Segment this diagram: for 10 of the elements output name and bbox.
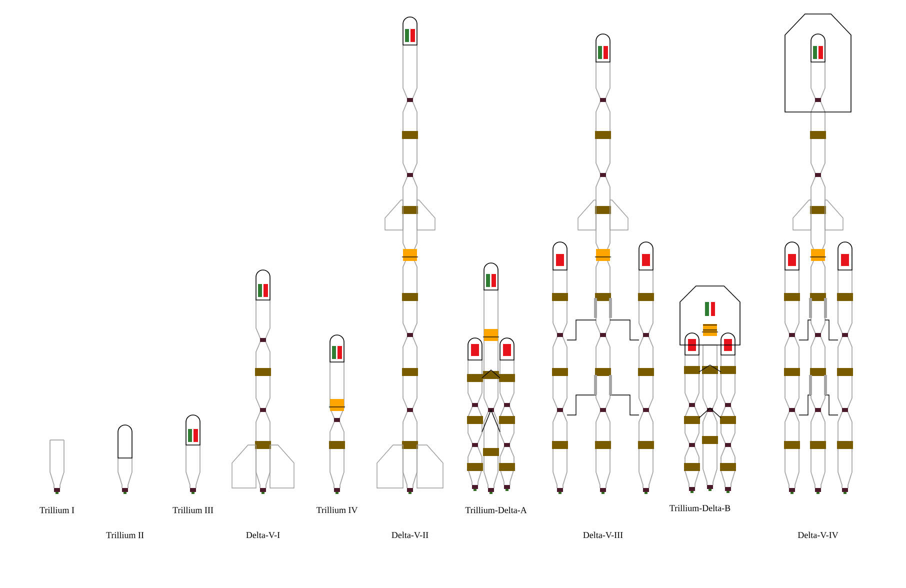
rocket-name: Trillium III [172,506,214,514]
rocket-name: Trillium-Delta-A [465,506,527,514]
rocket-name: Delta-V-I [246,532,280,538]
rocket-name: Trillium-Delta-B [670,504,730,512]
rocket-name: Delta-V-II [392,532,428,538]
rocket-name: Delta-V-IV [798,532,838,538]
rocket-name: Delta-V-III [583,532,623,538]
rocket-name: Trillium IV [316,506,358,514]
rocket-name: Trillium II [106,532,144,538]
rocket-name: Trillium I [40,506,74,514]
